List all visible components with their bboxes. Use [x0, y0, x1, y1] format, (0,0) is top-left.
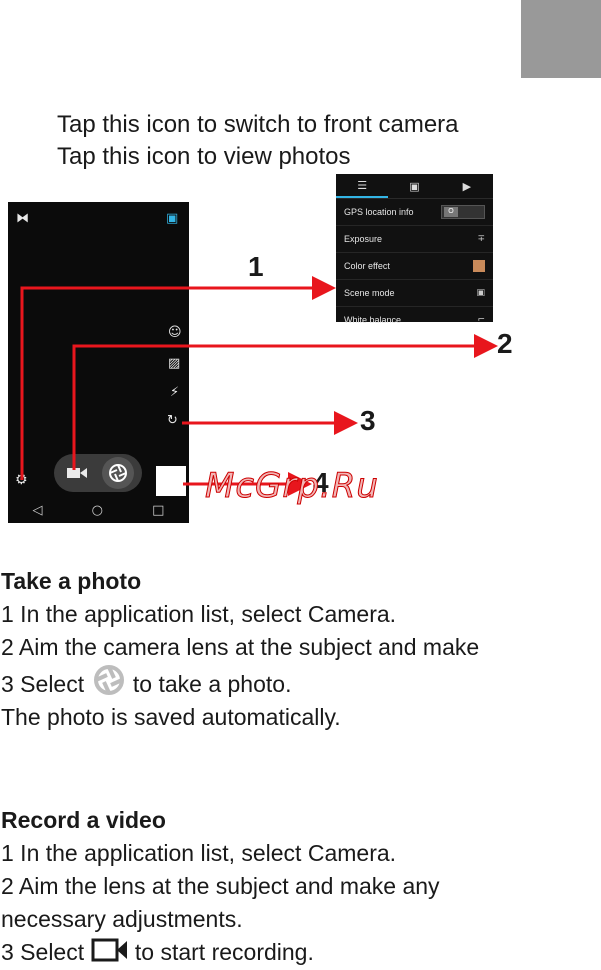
- camera-icon[interactable]: ▣: [409, 179, 420, 193]
- exposure-icon: ∓: [477, 234, 485, 244]
- camera-screen: ⧓ ▣ ☺ ▨ ⚡ ↻ ⚙ ◁ ○ □: [8, 202, 189, 523]
- scene-mode-icon: ▣: [476, 288, 485, 298]
- settings-row-label: GPS location info: [344, 207, 414, 217]
- gallery-icon[interactable]: ▣: [166, 211, 179, 226]
- video-record-icon: [91, 938, 127, 962]
- panorama-icon[interactable]: ⧓: [16, 211, 29, 226]
- settings-row-white-balance[interactable]: White balance ⌐: [336, 307, 493, 333]
- photo-step-2: 2 Aim the camera lens at the subject and…: [1, 634, 480, 660]
- callout-1: 1: [248, 251, 264, 282]
- video-record-icon[interactable]: [66, 464, 88, 482]
- video-step-1: 1 In the application list, select Camera…: [1, 840, 397, 866]
- watermark: McGrp.Ru: [205, 466, 379, 507]
- settings-row-label: Color effect: [344, 261, 390, 271]
- video-step-2: 2 Aim the lens at the subject and make a…: [1, 873, 440, 932]
- settings-row-gps[interactable]: GPS location info O: [336, 199, 493, 226]
- shutter-icon: [109, 464, 127, 482]
- shutter-icon: [93, 665, 124, 695]
- android-nav-bar: ◁ ○ □: [8, 497, 189, 523]
- camera-settings-panel: ☰ ▣ ▶ GPS location info O Exposure ∓ Col…: [336, 174, 493, 325]
- face-detect-icon[interactable]: ☺: [168, 325, 182, 340]
- settings-row-label: Scene mode: [344, 288, 395, 298]
- settings-row-label: White balance: [344, 315, 402, 325]
- flash-icon[interactable]: ⚡: [170, 385, 180, 400]
- capture-controls: [54, 454, 142, 492]
- back-icon[interactable]: ◁: [32, 502, 43, 518]
- gps-toggle[interactable]: O: [441, 205, 485, 219]
- hdr-icon[interactable]: ▨: [168, 356, 181, 371]
- settings-sliders-icon[interactable]: ☰: [336, 174, 389, 198]
- video-section-title: Record a video: [1, 807, 166, 833]
- callout-2: 2: [497, 328, 513, 359]
- photo-section-title: Take a photo: [1, 568, 142, 594]
- settings-row-label: Exposure: [344, 234, 383, 244]
- photo-step-3: 3 Select to take a photo.: [1, 664, 561, 701]
- callout-arrows: [20, 276, 498, 496]
- video-icon[interactable]: ▶: [462, 179, 472, 193]
- video-section: Record a video 1 In the application list…: [1, 804, 561, 969]
- arrow-1: [20, 276, 336, 480]
- video-step-3: 3 Select to start recording.: [1, 936, 561, 969]
- photo-section: Take a photo 1 In the application list, …: [1, 565, 561, 734]
- intro-line-view-photos: Tap this icon to view photos: [57, 143, 351, 170]
- white-balance-icon: ⌐: [477, 315, 485, 325]
- arrow-2: [72, 334, 498, 470]
- photo-note: The photo is saved automatically.: [1, 704, 341, 730]
- settings-row-color-effect[interactable]: Color effect: [336, 253, 493, 280]
- photo-step-1: 1 In the application list, select Camera…: [1, 601, 397, 627]
- color-effect-icon: [473, 260, 485, 272]
- settings-row-scene-mode[interactable]: Scene mode ▣: [336, 280, 493, 307]
- photo-thumbnail[interactable]: [156, 466, 186, 496]
- callout-3: 3: [360, 405, 376, 436]
- switch-camera-icon[interactable]: ↻: [167, 413, 178, 428]
- home-icon[interactable]: ○: [91, 502, 103, 518]
- page-corner-tab: [521, 0, 601, 78]
- shutter-button[interactable]: [102, 457, 134, 489]
- recents-icon[interactable]: □: [152, 502, 165, 518]
- intro-line-front-camera: Tap this icon to switch to front camera: [57, 111, 459, 138]
- settings-tabs: ☰ ▣ ▶: [336, 174, 493, 199]
- callout-4: 4: [313, 467, 329, 498]
- settings-row-exposure[interactable]: Exposure ∓: [336, 226, 493, 253]
